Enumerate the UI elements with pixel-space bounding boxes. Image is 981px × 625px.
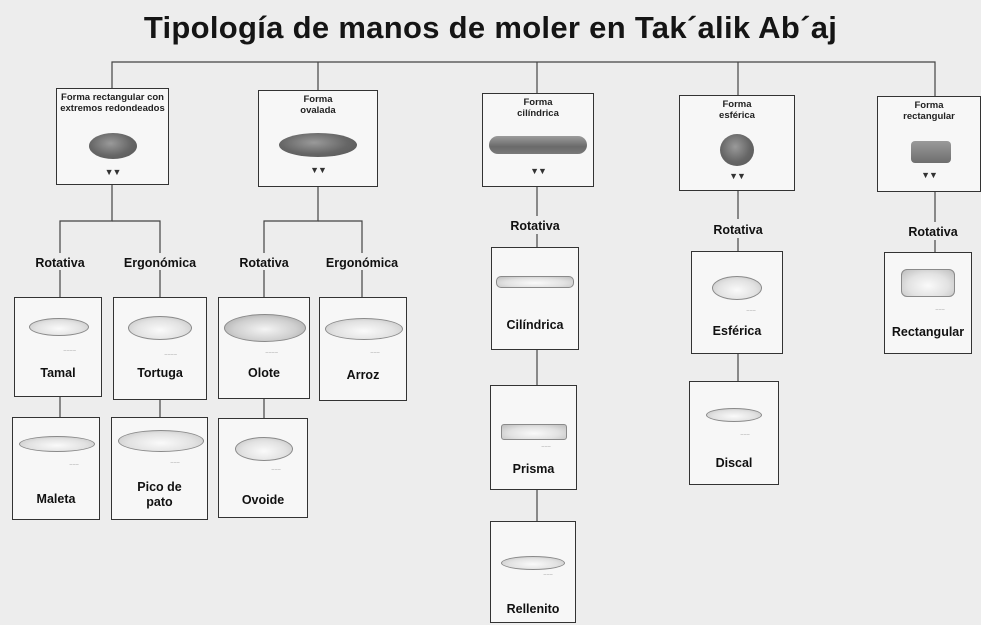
grinding-stone-icon bbox=[501, 424, 567, 440]
branch-label-rotativa: Rotativa bbox=[510, 219, 560, 233]
leaf-label: Cilíndrica bbox=[506, 318, 564, 332]
type-box-rectangular-redondeada: Forma rectangular con extremos redondead… bbox=[56, 88, 169, 185]
grinding-stone-icon bbox=[901, 269, 955, 297]
grinding-stone-icon bbox=[489, 136, 587, 154]
scale-bar-icon: ⁻⁻⁻ bbox=[746, 309, 756, 316]
leaf-label: Rectangular bbox=[891, 325, 965, 339]
leaf-box-prisma: ⁻⁻⁻ Prisma bbox=[490, 385, 577, 490]
scale-bar-icon: ⁻⁻⁻ bbox=[740, 433, 750, 440]
grinding-stone-icon bbox=[706, 408, 762, 422]
grinding-stone-icon bbox=[501, 556, 565, 570]
leaf-label: Maleta bbox=[36, 492, 76, 506]
type-label: Forma esférica bbox=[719, 99, 755, 121]
branch-label-rotativa: Rotativa bbox=[908, 225, 958, 239]
type-box-ovalada: Forma ovalada ▼▼ bbox=[258, 90, 378, 187]
type-box-rectangular: Forma rectangular ▼▼ bbox=[877, 96, 981, 192]
type-box-esferica: Forma esférica ▼▼ bbox=[679, 95, 795, 191]
leaf-box-esferica: ⁻⁻⁻ Esférica bbox=[691, 251, 783, 354]
leaf-label: Arroz bbox=[346, 368, 380, 382]
scale-bar-icon: ⁻⁻⁻ bbox=[541, 445, 551, 452]
leaf-box-olote: ⁻⁻⁻⁻ Olote bbox=[218, 297, 310, 399]
diagram-title: Tipología de manos de moler en Tak´alik … bbox=[143, 10, 838, 45]
leaf-box-rellenito: ⁻⁻⁻ Rellenito bbox=[490, 521, 576, 623]
leaf-label: Pico de pato bbox=[137, 480, 182, 509]
scale-bar-icon: ⁻⁻⁻ bbox=[170, 461, 180, 468]
scale-bar-icon: ▼▼ bbox=[530, 166, 547, 176]
scale-bar-icon: ⁻⁻⁻ bbox=[543, 573, 553, 580]
leaf-box-rectangular: ⁻⁻⁻ Rectangular bbox=[884, 252, 972, 354]
scale-bar-icon: ⁻⁻⁻ bbox=[69, 463, 79, 470]
scale-bar-icon: ▼▼ bbox=[310, 165, 327, 175]
leaf-label: Rellenito bbox=[506, 602, 560, 616]
scale-bar-icon: ▼▼ bbox=[729, 171, 746, 181]
type-label: Forma rectangular con extremos redondead… bbox=[60, 92, 165, 114]
scale-bar-icon: ⁻⁻⁻ bbox=[935, 308, 945, 315]
leaf-box-cilindrica: Cilíndrica bbox=[491, 247, 579, 350]
branch-label-rotativa: Rotativa bbox=[713, 223, 763, 237]
grinding-stone-icon bbox=[279, 133, 357, 157]
leaf-label: Olote bbox=[248, 366, 280, 380]
grinding-stone-icon bbox=[911, 141, 951, 163]
grinding-stone-icon bbox=[224, 314, 306, 342]
leaf-label: Tortuga bbox=[137, 366, 183, 380]
leaf-box-arroz: ⁻⁻⁻ Arroz bbox=[319, 297, 407, 401]
leaf-box-ovoide: ⁻⁻⁻ Ovoide bbox=[218, 418, 308, 518]
leaf-box-tortuga: ⁻⁻⁻⁻ Tortuga bbox=[113, 297, 207, 400]
branch-label-ergonomica: Ergonómica bbox=[123, 256, 197, 270]
leaf-box-discal: ⁻⁻⁻ Discal bbox=[689, 381, 779, 485]
grinding-stone-icon bbox=[89, 133, 137, 159]
leaf-label: Tamal bbox=[40, 366, 76, 380]
scale-bar-icon: ⁻⁻⁻⁻ bbox=[164, 353, 177, 360]
branch-label-ergonomica: Ergonómica bbox=[325, 256, 399, 270]
scale-bar-icon: ▼▼ bbox=[921, 170, 938, 180]
grinding-stone-icon bbox=[19, 436, 95, 452]
scale-bar-icon: ⁻⁻⁻ bbox=[271, 468, 281, 475]
grinding-stone-icon bbox=[118, 430, 204, 452]
grinding-stone-icon bbox=[496, 276, 574, 288]
grinding-stone-icon bbox=[325, 318, 403, 340]
grinding-stone-icon bbox=[128, 316, 192, 340]
leaf-box-maleta: ⁻⁻⁻ Maleta bbox=[12, 417, 100, 520]
leaf-label: Esférica bbox=[712, 324, 762, 338]
leaf-box-pico-de-pato: ⁻⁻⁻ Pico de pato bbox=[111, 417, 208, 520]
type-label: Forma rectangular bbox=[903, 100, 955, 122]
scale-bar-icon: ⁻⁻⁻⁻ bbox=[265, 351, 278, 358]
scale-bar-icon: ⁻⁻⁻⁻ bbox=[63, 349, 76, 356]
leaf-label: Prisma bbox=[512, 462, 555, 476]
scale-bar-icon: ⁻⁻⁻ bbox=[370, 351, 380, 358]
branch-label-rotativa: Rotativa bbox=[239, 256, 289, 270]
leaf-label: Ovoide bbox=[241, 493, 285, 507]
grinding-stone-icon bbox=[720, 134, 754, 166]
grinding-stone-icon bbox=[712, 276, 762, 300]
branch-label-rotativa: Rotativa bbox=[35, 256, 85, 270]
grinding-stone-icon bbox=[29, 318, 89, 336]
leaf-label: Discal bbox=[715, 456, 753, 470]
type-box-cilindrica: Forma cilíndrica ▼▼ bbox=[482, 93, 594, 187]
grinding-stone-icon bbox=[235, 437, 293, 461]
type-label: Forma ovalada bbox=[300, 94, 336, 116]
scale-bar-icon: ▼▼ bbox=[104, 167, 122, 177]
leaf-box-tamal: ⁻⁻⁻⁻ Tamal bbox=[14, 297, 102, 397]
type-label: Forma cilíndrica bbox=[517, 97, 559, 119]
